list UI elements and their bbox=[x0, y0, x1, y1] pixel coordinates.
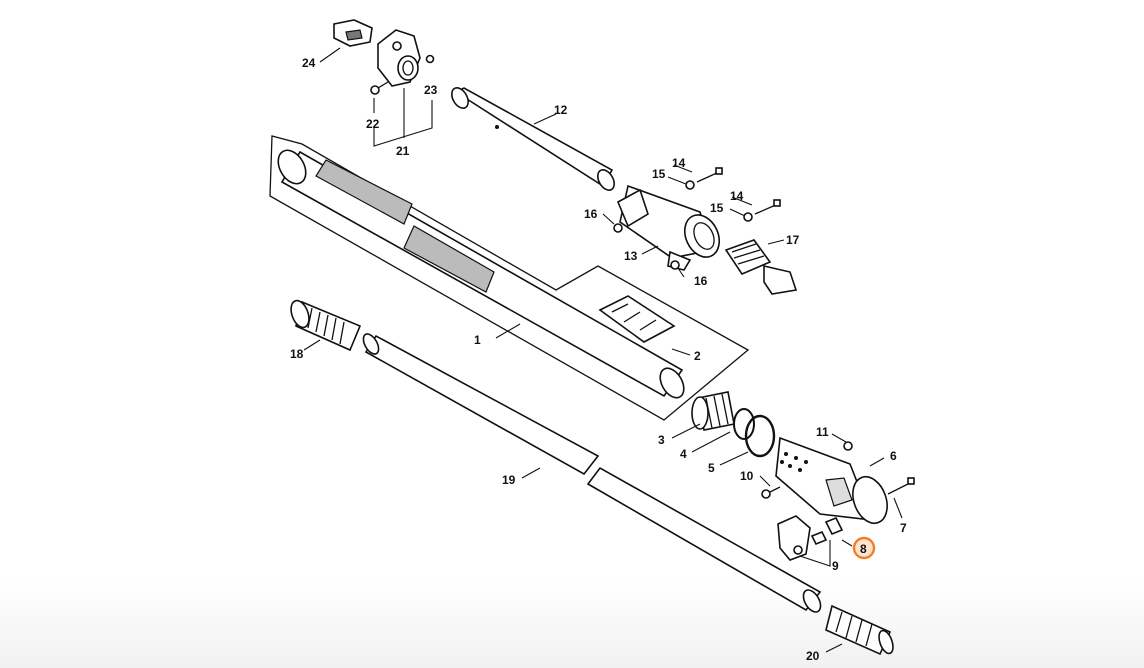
callout-17: 17 bbox=[786, 233, 800, 247]
part-11-nut bbox=[843, 441, 853, 451]
callout-12: 12 bbox=[554, 103, 568, 117]
highlighted-callout-8[interactable]: 8 bbox=[852, 536, 876, 560]
callout-14-lower: 14 bbox=[730, 189, 744, 203]
part-7-screw bbox=[887, 477, 915, 495]
part-8-retainer bbox=[824, 516, 844, 536]
callout-11: 11 bbox=[816, 425, 829, 439]
callout-20: 20 bbox=[806, 649, 820, 663]
callout-14-upper: 14 bbox=[672, 156, 686, 170]
part-15-washer-lower bbox=[743, 212, 753, 222]
part-21-bracket bbox=[377, 29, 421, 87]
part-10-screw bbox=[761, 486, 781, 499]
callout-labels: 24 22 21 24 23 23 12 14 15 14 15 16 13 1… bbox=[290, 56, 907, 663]
callout-19: 19 bbox=[502, 473, 516, 487]
callout-3: 3 bbox=[658, 433, 665, 447]
callout-16-upper: 16 bbox=[584, 207, 598, 221]
callout-22: 22 bbox=[366, 117, 380, 131]
callout-7: 7 bbox=[900, 521, 907, 535]
part-22-screw bbox=[370, 81, 389, 95]
highlight-ring bbox=[852, 536, 876, 560]
callout-9: 9 bbox=[832, 559, 839, 573]
part-5-o-ring bbox=[744, 414, 776, 458]
callout-1: 1 bbox=[474, 333, 481, 347]
callout-24: 24 bbox=[302, 56, 316, 70]
leader-lines bbox=[303, 47, 903, 653]
callout-13: 13 bbox=[624, 249, 638, 263]
part-14-screw-lower bbox=[754, 199, 781, 215]
part-16-nut-upper bbox=[613, 223, 623, 233]
part-18-coupling bbox=[290, 299, 362, 352]
callout-2: 2 bbox=[694, 349, 701, 363]
part-19-shaft-tube bbox=[362, 333, 822, 613]
callout-6: 6 bbox=[890, 449, 897, 463]
part-20-end-cap bbox=[825, 604, 894, 656]
callout-18: 18 bbox=[290, 347, 304, 361]
callout-21: 21 bbox=[396, 144, 410, 158]
part-17-spring-insert bbox=[724, 239, 798, 295]
part-12-tube bbox=[451, 87, 615, 191]
callout-15-lower: 15 bbox=[710, 201, 724, 215]
callout-4: 4 bbox=[680, 447, 687, 461]
callout-23-text: 23 bbox=[424, 83, 438, 97]
callout-8[interactable]: 8 bbox=[860, 542, 867, 556]
part-14-screw-upper bbox=[696, 167, 723, 183]
part-1-drive-tube bbox=[277, 149, 685, 399]
assembly-frame-1 bbox=[269, 135, 750, 421]
callout-10: 10 bbox=[740, 469, 754, 483]
part-2-warning-label bbox=[598, 295, 676, 343]
part-15-washer-upper bbox=[685, 180, 695, 190]
callout-15-upper: 15 bbox=[652, 167, 666, 181]
part-4-snap-ring bbox=[733, 408, 755, 440]
callout-16-lower: 16 bbox=[694, 274, 708, 288]
part-6-gear-housing bbox=[775, 436, 888, 525]
part-16-nut-lower bbox=[670, 260, 680, 270]
part-23-nut bbox=[425, 54, 435, 64]
bottom-shading bbox=[0, 578, 1144, 668]
callout-5: 5 bbox=[708, 461, 715, 475]
part-24-clip bbox=[333, 19, 373, 47]
part-13-coupling-sleeve bbox=[616, 184, 721, 271]
part-9-guard-parts bbox=[777, 515, 828, 561]
